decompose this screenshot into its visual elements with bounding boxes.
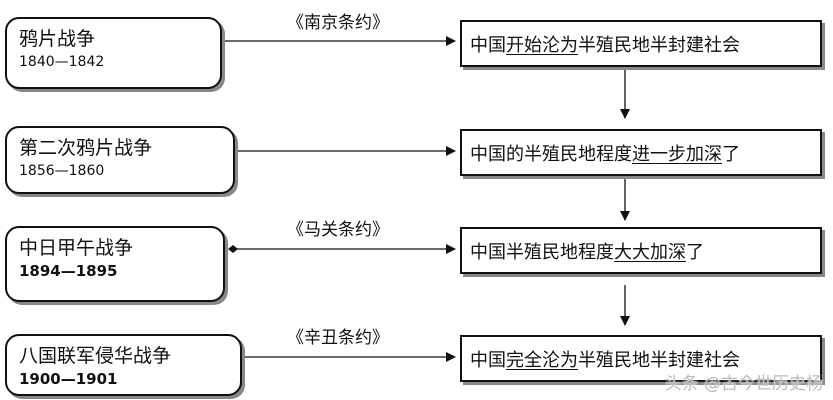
arrow-row-3-tail: [228, 245, 238, 253]
war-box-eight-nation: 八国联军侵华战争 1900—1901: [5, 334, 242, 396]
war-name: 鸦片战争: [19, 28, 96, 50]
treaty-label-nanjing: 《南京条约》: [287, 13, 389, 33]
result-box-1: 中国开始沦为半殖民地半封建社会: [460, 20, 822, 67]
war-box-opium: 鸦片战争 1840—1842: [5, 17, 222, 89]
war-name: 中日甲午战争: [19, 237, 134, 259]
emphasis-underline: 开始沦为: [506, 34, 578, 56]
war-box-second-opium: 第二次鸦片战争 1856—1860: [5, 126, 235, 194]
emphasis-underline: 大大加深: [614, 241, 686, 263]
treaty-label-boxer: 《辛丑条约》: [287, 328, 389, 348]
war-name: 第二次鸦片战争: [19, 137, 153, 159]
result-box-3: 中国半殖民地程度大大加深了: [460, 227, 822, 274]
war-years: 1894—1895: [19, 262, 118, 280]
emphasis-underline: 完全沦为: [506, 349, 578, 371]
watermark: 头条 @古今世历史杨: [664, 374, 823, 394]
war-years: 1856—1860: [19, 163, 105, 179]
war-years: 1900—1901: [19, 370, 118, 388]
result-box-2: 中国的半殖民地程度进一步加深了: [460, 129, 822, 176]
emphasis-underline: 进一步加深: [632, 143, 722, 165]
treaty-label-shimonoseki: 《马关条约》: [287, 220, 389, 240]
war-years: 1840—1842: [19, 54, 105, 70]
war-box-sino-japanese: 中日甲午战争 1894—1895: [5, 226, 225, 302]
result-box-4: 中国完全沦为半殖民地半封建社会: [460, 335, 822, 382]
war-name: 八国联军侵华战争: [19, 345, 172, 367]
